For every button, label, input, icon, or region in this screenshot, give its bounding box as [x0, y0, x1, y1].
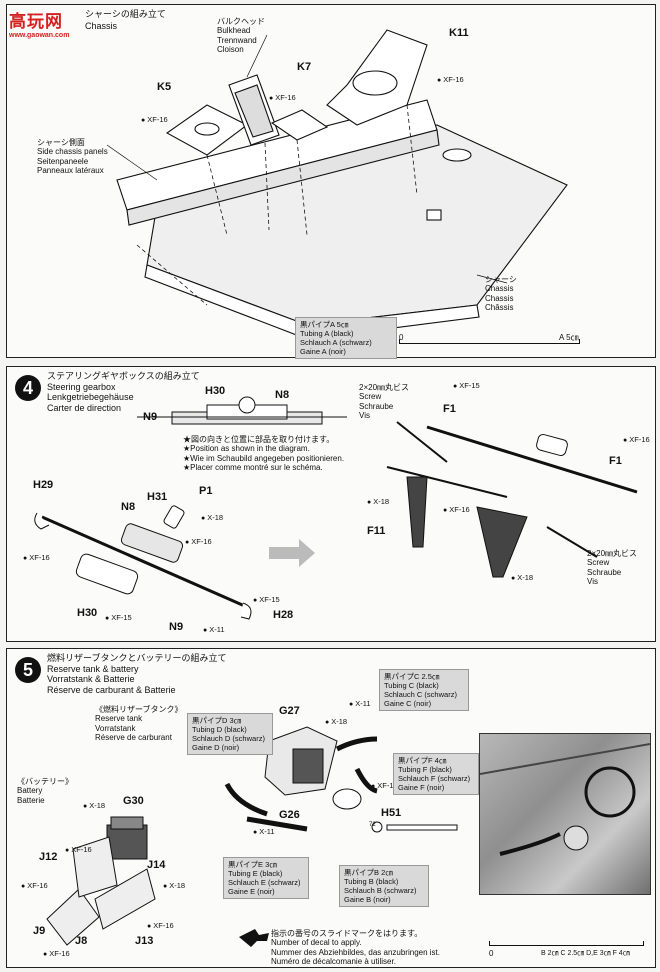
part-h30: H30 [77, 607, 98, 619]
tubing-b-box: 黒パイプB 2㎝ Tubing B (black) Schlauch B (sc… [339, 865, 429, 907]
step-4-number: 4 [15, 375, 41, 401]
paint-x18: X-18 [201, 513, 223, 522]
step-5-number: 5 [15, 657, 41, 683]
part-n8: N8 [275, 389, 290, 401]
part-g26: G26 [279, 809, 300, 821]
paint-xf16: XF-16 [23, 553, 49, 562]
assembly-photo [479, 733, 651, 895]
part-p1: P1 [199, 485, 213, 497]
part-f1: F1 [609, 455, 622, 467]
tubing-d-box: 黒パイプD 3㎝ Tubing D (black) Schlauch D (sc… [187, 713, 273, 755]
paint-x11: X-11 [203, 625, 224, 634]
bulkhead-label: バルクヘッド Bulkhead Trennwand Cloison [217, 17, 265, 55]
step-3-title-jp: シャーシの組み立て [85, 9, 166, 19]
part-k5: K5 [157, 81, 172, 93]
part-j13: J13 [135, 935, 154, 947]
scale-label: A 5㎝ [559, 333, 579, 342]
paint-xf16: XF-16 [269, 93, 295, 102]
paint-xf15: XF-15 [253, 595, 279, 604]
paint-xf15: XF-15 [371, 781, 397, 790]
paint-xf16: XF-16 [141, 115, 167, 124]
tubing-e-box: 黒パイプE 3㎝ Tubing E (black) Schlauch E (sc… [223, 857, 309, 899]
tubing-c-box: 黒パイプC 2.5㎝ Tubing C (black) Schlauch C (… [379, 669, 469, 711]
paint-x18: X-18 [511, 573, 533, 582]
part-h28: H28 [273, 609, 294, 621]
photo-detail [480, 743, 650, 856]
step-5-title: 燃料リザーブタンクとバッテリーの組み立て Reserve tank & batt… [47, 653, 227, 695]
tubing-f-box: 黒パイプF 4㎝ Tubing F (black) Schlauch F (sc… [393, 753, 479, 795]
part-f11: F11 [367, 525, 386, 537]
scale-zero: 0 [489, 949, 494, 958]
step-3-title-en: Chassis [85, 21, 118, 31]
screw-label: 2×20㎜丸ビス Screw Schraube Vis [359, 383, 410, 421]
part-n8: N8 [121, 501, 136, 513]
chassis-diagram [106, 29, 568, 340]
part-f1: F1 [443, 403, 456, 415]
battery-label: 《バッテリー》 Battery Batterie [17, 777, 73, 805]
paint-xf16: XF-16 [65, 845, 91, 854]
paint-xf16: XF-16 [147, 921, 173, 930]
paint-xf16: XF-16 [185, 537, 211, 546]
step-3-panel: 高玩网 www.gaowan.com シャーシの組み立て Chassis [6, 4, 656, 359]
reserve-tank-label: 《燃料リザーブタンク》 Reserve tank Vorratstank Rés… [95, 705, 183, 743]
part-g27: G27 [279, 705, 300, 717]
paint-xf15: XF-15 [105, 613, 131, 622]
paint-xf16: XF-16 [437, 75, 463, 84]
paint-xf16: XF-16 [43, 949, 69, 958]
logo-mark: 高玩网 [9, 12, 63, 31]
part-j14: J14 [147, 859, 166, 871]
part-j9: J9 [33, 925, 46, 937]
paint-xf16: XF-16 [623, 435, 649, 444]
part-k11: K11 [449, 27, 469, 39]
position-note: ★図の向きと位置に部品を取り付けます。 ★Position as shown i… [183, 435, 345, 473]
paint-x11: X-11 [253, 827, 274, 836]
tube-scale-b: 0 B 2㎝ C 2.5㎝ D,E 3㎝ F 4㎝ [489, 939, 649, 961]
tube-scale-a: 0 A 5㎝ [399, 333, 589, 349]
steering-diagram [34, 396, 638, 620]
paint-xf16: XF-16 [21, 881, 47, 890]
step-4-panel: 4 ステアリングギヤボックスの組み立て Steering gearbox Len… [6, 366, 656, 642]
step-4-title: ステアリングギヤボックスの組み立て Steering gearbox Lenkg… [47, 371, 200, 413]
part-h30: H30 [205, 385, 226, 397]
step-5-panel: 5 燃料リザーブタンクとバッテリーの組み立て Reserve tank & ba… [6, 648, 656, 968]
paint-x18: X-18 [83, 801, 105, 810]
paint-x18: X-18 [325, 717, 347, 726]
tubing-a-box: 黒パイプA 5㎝ Tubing A (black) Schlauch A (sc… [295, 317, 397, 359]
part-h29: H29 [33, 479, 54, 491]
paint-x18: X-18 [367, 497, 389, 506]
paint-xf16: XF-16 [443, 505, 469, 514]
part-g30: G30 [123, 795, 144, 807]
side-panels-label: シャーシ側面 Side chassis panels Seitenpaneele… [37, 138, 108, 176]
part-h31: H31 [147, 491, 168, 503]
chassis-label: シャーシ Chassis Chassis Châssis [485, 275, 517, 313]
paint-xf15: XF-15 [453, 381, 479, 390]
decal-note: 指示の番号のスライドマークをはります。 Number of decal to a… [271, 929, 440, 967]
scale-label: B 2㎝ C 2.5㎝ D,E 3㎝ F 4㎝ [541, 950, 630, 957]
part-h51: H51 [381, 807, 402, 819]
decal-number-badge: 72 [369, 822, 376, 828]
part-k7: K7 [297, 61, 312, 73]
site-logo: 高玩网 www.gaowan.com [9, 7, 81, 47]
scale-zero: 0 [399, 333, 404, 342]
logo-url: www.gaowan.com [9, 32, 70, 39]
screw-label: 2×20㎜丸ビス Screw Schraube Vis [587, 549, 638, 587]
part-n9: N9 [143, 411, 158, 423]
part-n9: N9 [169, 621, 184, 633]
part-j8: J8 [75, 935, 88, 947]
part-j12: J12 [39, 851, 58, 863]
paint-x18: X-18 [163, 881, 185, 890]
paint-x11: X-11 [349, 699, 370, 708]
